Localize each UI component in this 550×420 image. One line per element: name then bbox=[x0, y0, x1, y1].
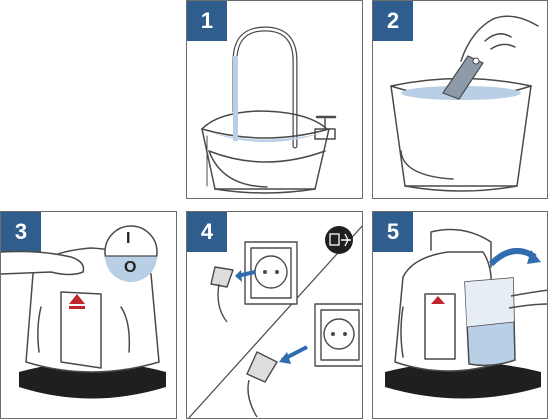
water-stream bbox=[233, 56, 238, 141]
switch-on-symbol: I bbox=[126, 230, 131, 247]
check-water-temperature-illustration bbox=[390, 15, 539, 192]
step-2-badge: 2 bbox=[373, 1, 413, 41]
press-power-switch-illustration bbox=[1, 225, 166, 399]
step-2-panel: 2 bbox=[372, 0, 548, 199]
plug-into-outlet-illustration bbox=[187, 225, 362, 418]
diagonal-divider bbox=[187, 225, 362, 418]
step-1-badge: 1 bbox=[187, 1, 227, 41]
step-3-badge: 3 bbox=[1, 212, 41, 252]
step-1-panel: 1 bbox=[186, 0, 363, 199]
step-4-badge: 4 bbox=[187, 212, 227, 252]
step-3-panel: 3 I O bbox=[0, 211, 177, 419]
step-4-panel: 4 bbox=[186, 211, 363, 419]
plug-power-icon bbox=[325, 226, 353, 254]
power-switch-callout bbox=[104, 225, 158, 282]
step-5-badge: 5 bbox=[373, 212, 413, 252]
faucet-filling-bucket-illustration bbox=[201, 26, 337, 194]
switch-off-symbol: O bbox=[124, 259, 137, 276]
thermometer-icon bbox=[442, 55, 484, 100]
attach-water-tank-illustration bbox=[385, 228, 547, 399]
step-5-panel: 5 bbox=[372, 211, 548, 419]
